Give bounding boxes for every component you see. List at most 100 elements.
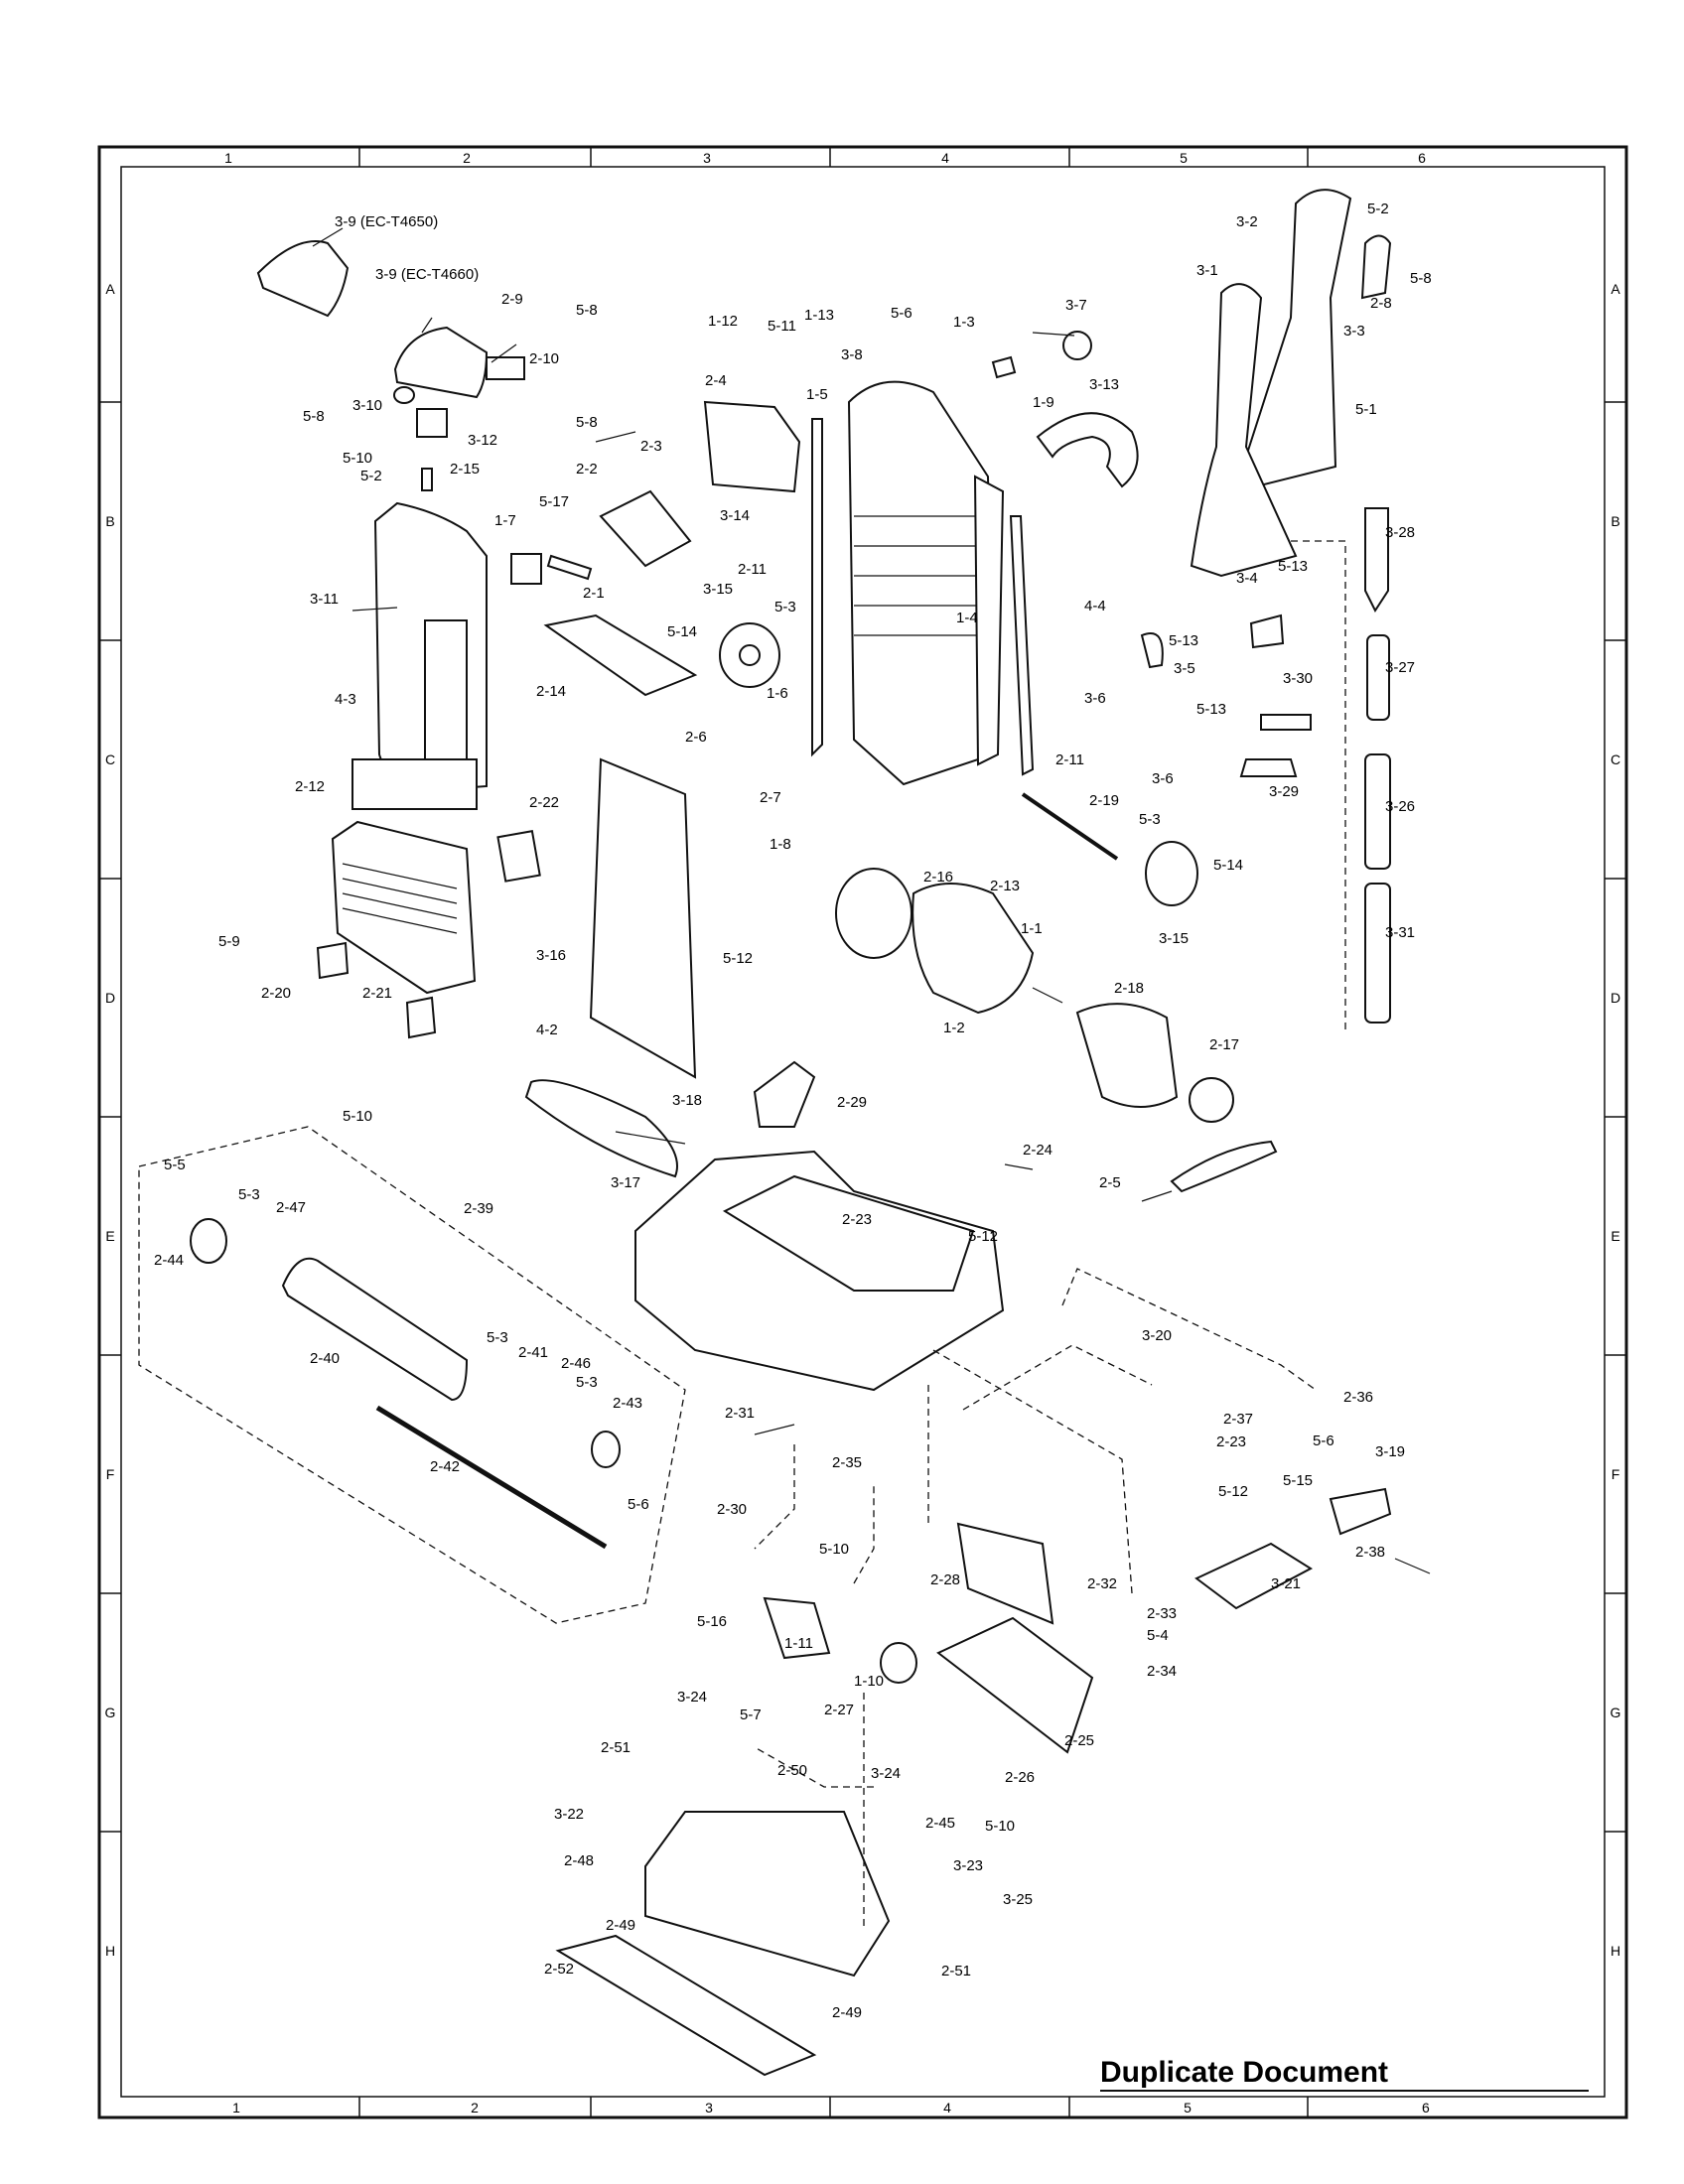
part-brushroll-2-40	[281, 1257, 469, 1402]
leader-lines	[312, 227, 1431, 1926]
callout-2-29: 2-29	[837, 1094, 867, 1111]
callout-5-16: 5-16	[697, 1613, 727, 1630]
part-1-7	[510, 553, 542, 585]
part-3-10	[393, 386, 415, 404]
part-2-21	[405, 996, 437, 1039]
callout-3-28: 3-28	[1385, 524, 1415, 541]
callout-2-18: 2-18	[1114, 980, 1144, 997]
callout-2-40: 2-40	[310, 1350, 340, 1367]
inner-frame	[120, 166, 1606, 2098]
callout-2-11a: 2-11	[738, 561, 767, 578]
part-grip-3-3	[1360, 234, 1392, 300]
part-1-4	[973, 475, 1005, 766]
callout-5-9: 5-9	[218, 933, 240, 950]
part-plate-2-28	[956, 1522, 1054, 1625]
col-1-top: 1	[224, 150, 232, 166]
part-3-12	[416, 408, 448, 438]
callout-5-5: 5-5	[164, 1157, 186, 1173]
callout-2-32: 2-32	[1087, 1575, 1117, 1592]
callout-3-6a: 3-6	[1084, 690, 1106, 707]
footer-page-zone: 6	[1422, 2100, 1430, 2116]
part-brushroll-group-2-39	[138, 1126, 686, 1624]
callout-2-52: 2-52	[544, 1961, 574, 1978]
part-clip-3-4	[1249, 614, 1285, 649]
callout-2-8: 2-8	[1370, 295, 1392, 312]
callout-5-4: 5-4	[1147, 1627, 1169, 1644]
part-2-4	[703, 400, 801, 493]
part-filter-2-18	[1075, 1003, 1179, 1108]
callout-2-44: 2-44	[154, 1252, 184, 1269]
row-e-right: E	[1611, 1228, 1619, 1244]
callout-5-12a: 5-12	[723, 950, 753, 967]
callout-2-41: 2-41	[518, 1344, 548, 1361]
row-f-left: F	[106, 1466, 115, 1482]
callout-5-8d: 5-8	[1410, 270, 1432, 287]
callout-5-13b: 5-13	[1169, 632, 1198, 649]
callout-2-2: 2-2	[576, 461, 598, 478]
part-tube-3-27	[1366, 634, 1390, 721]
callout-3-24a: 3-24	[677, 1689, 707, 1706]
col-4-bottom: 4	[943, 2100, 951, 2116]
callout-1-4: 1-4	[956, 610, 978, 626]
callout-2-11b: 2-11	[1055, 751, 1084, 768]
part-rod-2-42	[375, 1405, 608, 1550]
callout-2-10: 2-10	[529, 350, 559, 367]
part-2-11a	[811, 418, 823, 757]
part-4-2	[589, 757, 697, 1079]
part-base-3-17-window	[722, 1174, 975, 1292]
callout-2-36: 2-36	[1343, 1389, 1373, 1406]
callout-5-10c: 5-10	[819, 1541, 849, 1558]
callout-1-6: 1-6	[767, 685, 788, 702]
col-3-top: 3	[703, 150, 711, 166]
row-h-left: H	[105, 1943, 115, 1959]
callout-5-6c: 5-6	[1313, 1433, 1334, 1449]
callout-2-38: 2-38	[1355, 1544, 1385, 1561]
callout-2-34: 2-34	[1147, 1663, 1177, 1680]
callout-5-12c: 5-12	[1218, 1483, 1248, 1500]
row-b-right: B	[1611, 513, 1619, 529]
row-c-left: C	[105, 751, 115, 767]
callout-5-10b: 5-10	[343, 1108, 372, 1125]
part-clip-3-5	[1140, 632, 1164, 669]
part-2-20	[316, 941, 350, 980]
callout-1-2: 1-2	[943, 1020, 965, 1036]
callout-3-23: 3-23	[953, 1857, 983, 1874]
callout-2-51a: 2-51	[601, 1739, 631, 1756]
callout-2-47: 2-47	[276, 1199, 306, 1216]
callout-5-3e: 5-3	[576, 1374, 598, 1391]
callout-5-6b: 5-6	[628, 1496, 649, 1513]
callout-2-23a: 2-23	[842, 1211, 872, 1228]
callout-3-9b: 3-9 (EC-T4660)	[375, 266, 479, 283]
callout-5-3a: 5-3	[774, 599, 796, 615]
row-b-left: B	[105, 513, 114, 529]
callout-2-39: 2-39	[464, 1200, 493, 1217]
callout-3-19: 3-19	[1375, 1443, 1405, 1460]
part-2-2	[599, 489, 692, 568]
callout-5-8b: 5-8	[303, 408, 325, 425]
row-e-left: E	[105, 1228, 114, 1244]
callout-3-11: 3-11	[310, 591, 339, 608]
callout-2-50: 2-50	[777, 1762, 807, 1779]
callout-5-8c: 5-8	[576, 414, 598, 431]
outer-frame	[97, 145, 1628, 2119]
part-belt-2-5	[1170, 1140, 1278, 1193]
callout-5-11: 5-11	[768, 318, 796, 335]
callout-3-6b: 3-6	[1152, 770, 1174, 787]
callout-2-15: 2-15	[450, 461, 480, 478]
callout-5-6a: 5-6	[891, 305, 912, 322]
callout-3-21: 3-21	[1271, 1575, 1301, 1592]
callout-3-17: 3-17	[611, 1174, 640, 1191]
col-5-bottom: 5	[1184, 2100, 1192, 2116]
callout-2-23b: 2-23	[1216, 1433, 1246, 1450]
part-cover-3-9a	[256, 240, 350, 318]
callout-2-46: 2-46	[561, 1355, 591, 1372]
callout-2-20: 2-20	[261, 985, 291, 1002]
part-2-14	[543, 614, 698, 697]
part-wheel-3-15b	[1145, 841, 1198, 906]
callout-5-14a: 5-14	[667, 623, 697, 640]
callout-1-9: 1-9	[1033, 394, 1054, 411]
part-2-15	[421, 468, 433, 491]
callout-1-12: 1-12	[708, 313, 738, 330]
part-spring-2-1	[546, 554, 593, 581]
callout-1-1: 1-1	[1021, 920, 1043, 937]
